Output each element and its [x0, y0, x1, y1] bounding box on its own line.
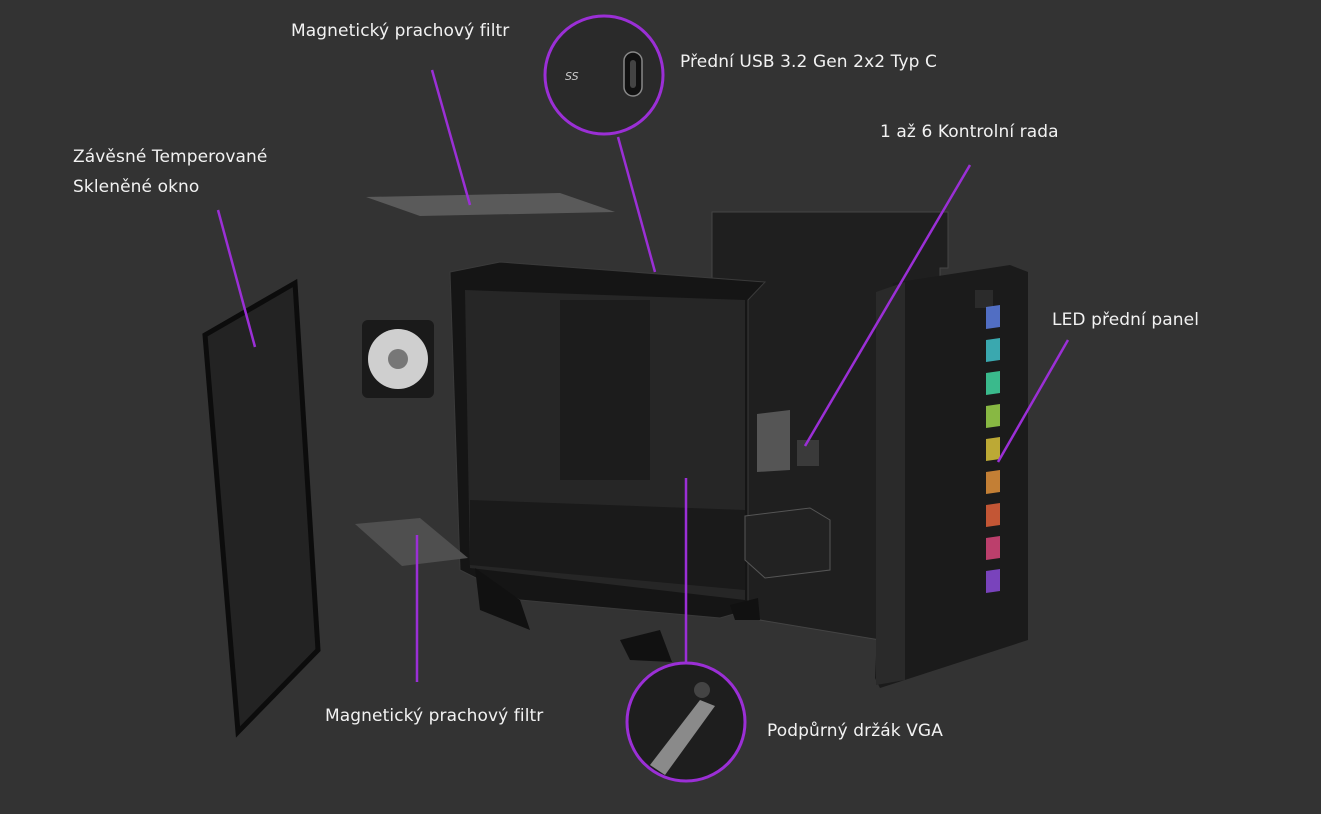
bottom-dust-filter	[355, 518, 468, 566]
usb-detail-circle: SS	[543, 14, 665, 136]
led-segment	[986, 338, 1000, 362]
label-usb: Přední USB 3.2 Gen 2x2 Typ C	[680, 52, 938, 72]
tempered-glass-panel	[202, 278, 321, 738]
led-segment	[986, 437, 1000, 461]
led-segment	[986, 305, 1000, 329]
led-segment	[986, 503, 1000, 527]
callout-line-led	[996, 339, 1070, 463]
callout-line-usb	[616, 136, 657, 273]
chassis	[449, 261, 767, 662]
label-glass-line2: Skleněné okno	[73, 177, 200, 197]
callout-line-control-row	[803, 164, 972, 447]
callout-line-glass	[216, 209, 257, 348]
label-control-row: 1 až 6 Kontrolní rada	[880, 122, 1059, 142]
callout-line-top-filter	[430, 69, 472, 206]
label-glass-line1: Závěsné Temperované	[73, 147, 268, 167]
fan	[362, 320, 434, 398]
led-strip	[986, 305, 1000, 593]
led-front-panel	[875, 265, 1028, 688]
label-bottom-dust-filter: Magnetický prachový filtr	[325, 706, 544, 726]
control-board-bracket	[757, 410, 819, 472]
top-dust-filter	[366, 193, 615, 216]
label-led-panel: LED přední panel	[1052, 310, 1200, 330]
led-segment	[986, 371, 1000, 395]
led-segment	[986, 470, 1000, 494]
label-vga-holder: Podpůrný držák VGA	[767, 721, 943, 741]
led-segment	[986, 536, 1000, 560]
label-top-dust-filter: Magnetický prachový filtr	[291, 21, 510, 41]
callout-lines	[216, 69, 1070, 682]
usb-ss-logo: SS	[565, 70, 579, 83]
drive-cage	[744, 507, 831, 579]
vga-detail-circle	[625, 661, 747, 783]
led-segment	[986, 404, 1000, 428]
led-segment	[986, 569, 1000, 593]
